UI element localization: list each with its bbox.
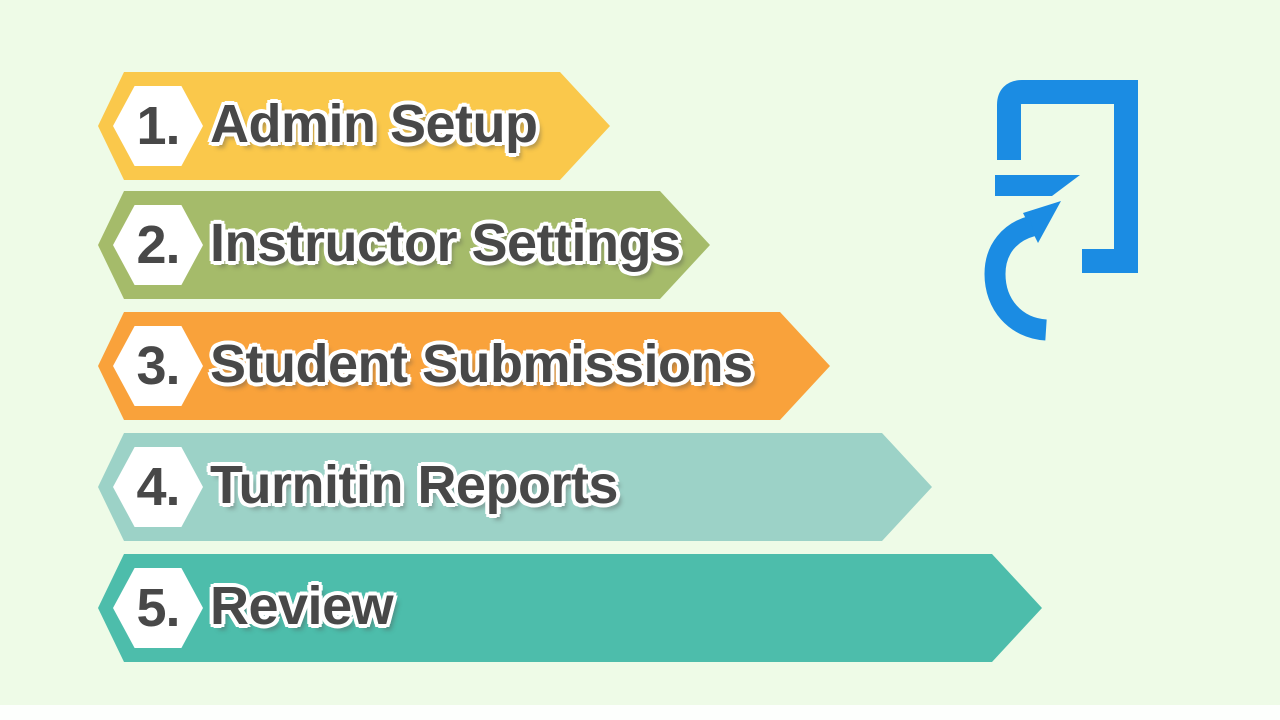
step-number: 2.	[136, 215, 180, 275]
step-number: 5.	[136, 578, 180, 638]
step-number-badge: 4.	[113, 447, 203, 527]
step-number-badge: 1.	[113, 86, 203, 166]
step-number: 1.	[136, 96, 180, 156]
step-banner-5: 5. Review	[98, 554, 1042, 662]
step-label: Student Submissions	[210, 334, 753, 395]
step-number-badge: 2.	[113, 205, 203, 285]
step-banner-3: 3. Student Submissions	[98, 312, 830, 420]
step-label: Turnitin Reports	[210, 455, 618, 516]
step-number: 4.	[136, 457, 180, 517]
step-banner-4: 4. Turnitin Reports	[98, 433, 932, 541]
step-label: Instructor Settings	[210, 213, 681, 274]
step-number-badge: 3.	[113, 326, 203, 406]
step-banner-1: 1. Admin Setup	[98, 72, 610, 180]
step-label: Review	[210, 576, 394, 637]
bottom-strip	[0, 705, 1280, 720]
step-banner-2: 2. Instructor Settings	[98, 191, 710, 299]
step-number-badge: 5.	[113, 568, 203, 648]
step-number: 3.	[136, 336, 180, 396]
turnitin-logo-icon	[984, 80, 1138, 341]
step-label: Admin Setup	[210, 94, 538, 155]
